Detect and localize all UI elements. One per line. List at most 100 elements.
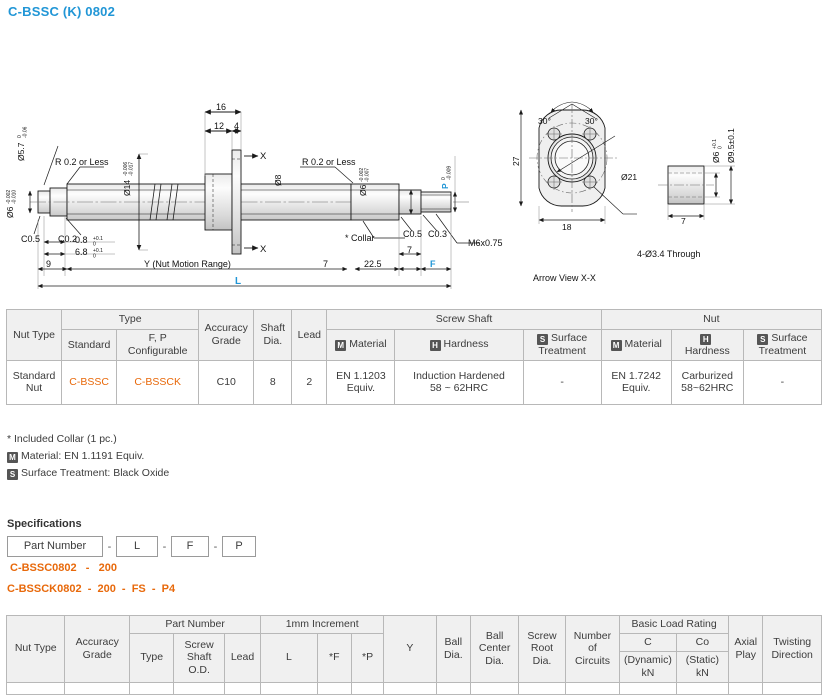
th-ball-center-dia: Ball Center Dia. <box>469 615 520 683</box>
dim-label-dia14: Ø14 <box>122 180 132 196</box>
cell-nut-type: Standard Nut <box>5 359 63 405</box>
th-basic-load-rating-group: Basic Load Rating <box>619 615 730 634</box>
dim-collar-dia95: Ø9.5±0.1 <box>726 128 736 163</box>
table-header-row-1: Nut Type Type Accuracy Grade Shaft Dia. … <box>5 309 823 361</box>
cell-shaft-material: EN 1.1203 Equiv. <box>326 359 396 405</box>
section-mark-x-bottom: X <box>260 244 267 255</box>
note-collar: * Collar <box>345 233 375 243</box>
dimensions-table: Nut Type Accuracy Grade Part Number 1mm … <box>5 615 822 695</box>
dim-collar-dia6: Ø6 <box>711 151 721 163</box>
dim-16: 16 <box>216 102 226 112</box>
th-shaft-dia: Shaft Dia. <box>253 309 293 361</box>
dim-27: 27 <box>511 156 521 166</box>
th-twisting-direction: Twisting Direction <box>762 615 822 683</box>
cell-nut-surface: - <box>742 359 823 405</box>
dim-9: 9 <box>46 259 51 269</box>
cell-nut-hardness: Carburized 58~62HRC <box>670 359 744 405</box>
th-nut-hardness: H Hardness <box>670 329 744 361</box>
th-nut-type: Nut Type <box>5 309 63 361</box>
cell-lead: 2 <box>291 359 328 405</box>
badge-material-icon: M <box>7 452 18 463</box>
badge-surface-icon: S <box>537 334 549 345</box>
th-co-static: Co <box>675 633 730 652</box>
dim-68: 6.8 <box>75 247 88 257</box>
dim-label-p: P <box>440 183 450 189</box>
dims-header-row-2: Type Screw Shaft O.D. Lead L *F *P C Co <box>7 633 822 683</box>
part-number-format: Part Number - L - F - P <box>7 536 256 557</box>
th-number-of-circuits: Number of Circuits <box>564 615 621 683</box>
pn-box-p[interactable]: P <box>222 536 256 557</box>
svg-text:-0.017: -0.017 <box>129 162 135 176</box>
pn-separator: - <box>213 540 218 553</box>
th-part-number-group: Part Number <box>129 615 262 634</box>
note-collar: * Included Collar (1 pc.) <box>7 433 117 445</box>
th-lead: Lead <box>223 633 262 683</box>
svg-text:0: 0 <box>93 254 96 260</box>
dim-dia21: Ø21 <box>621 172 637 182</box>
svg-text:0: 0 <box>17 135 23 138</box>
dim-7a: 7 <box>323 259 328 269</box>
th-type-group: Type <box>61 309 200 330</box>
svg-text:+0.1: +0.1 <box>93 236 103 242</box>
svg-text:-0.06: -0.06 <box>23 126 29 138</box>
svg-text:+0.1: +0.1 <box>712 139 718 149</box>
note-c03-right: C0.3 <box>428 229 447 239</box>
th-accuracy-grade: Accuracy Grade <box>64 615 131 683</box>
svg-text:-0.007: -0.007 <box>365 168 371 182</box>
th-nut-group: Nut <box>600 309 823 330</box>
note-r02-right: R 0.2 or Less <box>302 157 356 167</box>
part-number-example-1: C-BSSC0802 - 200 <box>10 562 117 574</box>
pn-box-part-number[interactable]: Part Number <box>7 536 103 557</box>
label-arrow-view: Arrow View X-X <box>533 273 596 283</box>
th-p: *P <box>350 633 385 683</box>
th-l: L <box>260 633 318 683</box>
dim-angle-right: 30° <box>585 116 598 126</box>
cell-shaft-dia: 8 <box>253 359 293 405</box>
table-row: Standard Nut C-BSSC C-BSSCK C10 8 2 EN 1… <box>5 359 823 405</box>
svg-text:+0.1: +0.1 <box>93 248 103 254</box>
pn-separator: - <box>162 540 167 553</box>
badge-surface-icon: S <box>7 469 18 480</box>
th-y: Y <box>383 615 437 683</box>
dim-12: 12 <box>214 121 224 131</box>
th-standard: Standard <box>61 329 118 361</box>
table-row <box>5 681 822 695</box>
svg-text:0: 0 <box>441 177 447 180</box>
page-title: C-BSSC (K) 0802 <box>8 4 116 19</box>
th-accuracy-grade: Accuracy Grade <box>198 309 255 361</box>
dim-collar-7: 7 <box>681 216 686 226</box>
svg-text:0: 0 <box>718 146 724 149</box>
th-c-dynamic-unit: (Dynamic) kN <box>619 651 677 683</box>
pn-box-f[interactable]: F <box>171 536 209 557</box>
th-ball-dia: Ball Dia. <box>435 615 471 683</box>
pn-box-l[interactable]: L <box>116 536 158 557</box>
part-number-example-2: C-BSSCK0802 - 200 - FS - P4 <box>7 583 176 595</box>
cell-type-standard: C-BSSC <box>61 359 118 405</box>
th-increment-group: 1mm Increment <box>260 615 385 634</box>
th-screw-shaft-group: Screw Shaft <box>326 309 602 330</box>
dim-18: 18 <box>562 222 572 232</box>
dim-angle-left: 30° <box>538 116 551 126</box>
dim-label-dia57: Ø5.7 <box>16 142 26 161</box>
specifications-title: Specifications <box>7 518 82 530</box>
dim-label-dia8: Ø8 <box>273 174 283 186</box>
cell-nut-material: EN 1.7242 Equiv. <box>600 359 672 405</box>
svg-text:-0.009: -0.009 <box>447 166 453 180</box>
dim-7b: 7 <box>407 245 412 255</box>
th-co-static-unit: (Static) kN <box>675 651 730 683</box>
dim-08: 0.8 <box>75 235 88 245</box>
cell-shaft-hardness: Induction Hardened 58 ~ 62HRC <box>394 359 524 405</box>
note-c05-right: C0.5 <box>403 229 422 239</box>
th-axial-play: Axial Play <box>728 615 764 683</box>
badge-surface-icon: S <box>757 334 769 345</box>
pn-separator: - <box>107 540 112 553</box>
note-4holes: 4-Ø3.4 Through <box>637 249 700 259</box>
badge-material-icon: M <box>610 340 622 352</box>
